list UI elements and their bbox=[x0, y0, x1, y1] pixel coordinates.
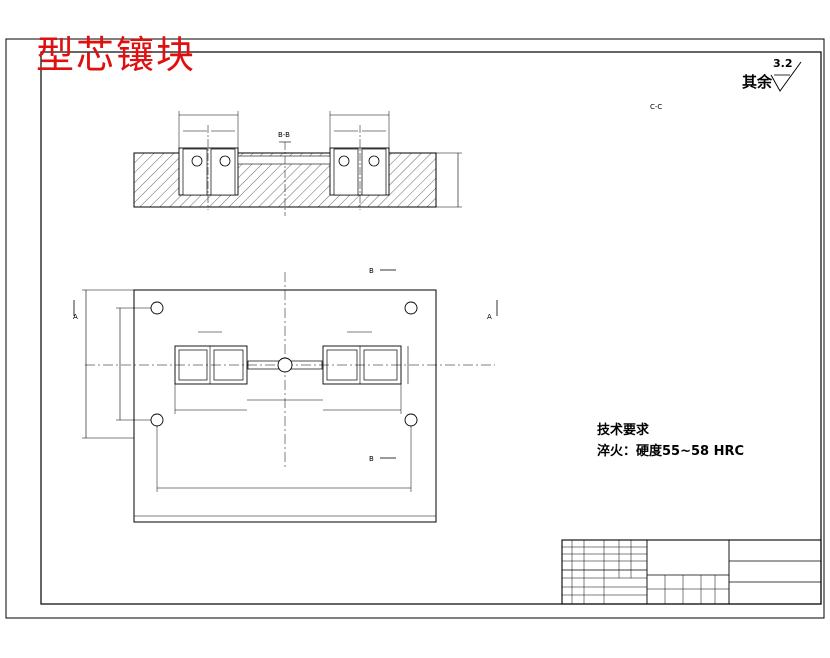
drawing-title: 型芯镶块 bbox=[36, 33, 197, 77]
tech-requirements-heading: 技术要求 bbox=[597, 423, 650, 438]
title-block bbox=[561, 539, 822, 605]
roughness-label: 其余 bbox=[742, 73, 773, 91]
roughness-symbol bbox=[770, 61, 802, 92]
roughness-value: 3.2 bbox=[773, 57, 793, 70]
inner-border bbox=[40, 51, 822, 605]
section-label-a-right: A bbox=[487, 313, 492, 321]
section-view bbox=[133, 111, 462, 216]
section-label-b-bottom: B bbox=[369, 455, 374, 463]
section-label-cc: C-C bbox=[650, 103, 663, 111]
section-label-bb: B-B bbox=[278, 131, 290, 139]
outer-frame bbox=[5, 38, 825, 619]
section-label-b-top: B bbox=[369, 267, 374, 275]
plan-view bbox=[73, 269, 498, 523]
section-label-a-left: A bbox=[73, 313, 78, 321]
tech-requirements-line: 淬火：硬度55~58 HRC bbox=[597, 444, 745, 459]
